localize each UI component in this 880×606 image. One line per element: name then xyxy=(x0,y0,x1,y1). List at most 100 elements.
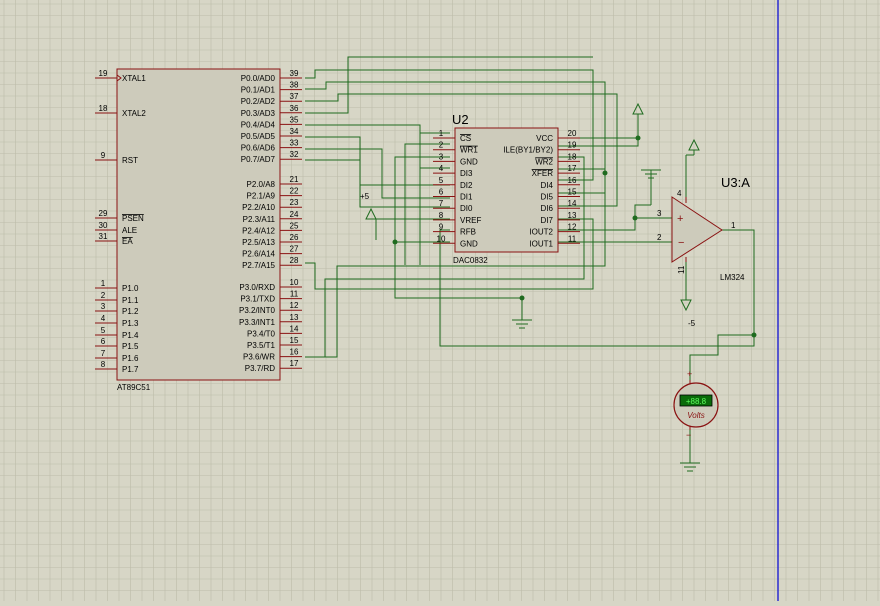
u2-pin-number: 10 xyxy=(437,234,446,243)
u1-pin-number: 34 xyxy=(290,127,299,136)
u2-pin-label: DI7 xyxy=(541,216,554,225)
u1-pin-number: 5 xyxy=(101,326,106,335)
u1-pin-7[interactable]: 7P1.6 xyxy=(95,349,139,363)
u1-pin-number: 7 xyxy=(101,349,106,358)
u2-pin-label: IOUT1 xyxy=(529,239,553,248)
u1-pin-label: EA xyxy=(122,237,133,246)
u1-pin-label: RST xyxy=(122,156,138,165)
dac0832-converter[interactable]: 1CS2WR13GND4DI35DI26DI17DI08VREF9RFB10GN… xyxy=(433,112,580,265)
u1-pin-number: 31 xyxy=(99,232,108,241)
u1-pin-label: PSEN xyxy=(122,214,144,223)
u1-pin-label: XTAL1 xyxy=(122,74,146,83)
u1-pin-label: P3.6/WR xyxy=(243,353,275,362)
u1-pin-number: 27 xyxy=(290,245,299,254)
u1-pin-label: P2.3/A11 xyxy=(243,215,276,224)
u1-pin-1[interactable]: 1P1.0 xyxy=(95,279,139,293)
u1-pin-label: P2.4/A12 xyxy=(242,226,275,235)
vcc-terminal-dac xyxy=(632,102,644,115)
u1-pin-8[interactable]: 8P1.7 xyxy=(95,360,139,374)
u1-pin-label: P0.6/AD6 xyxy=(241,144,276,153)
u1-pin-number: 30 xyxy=(99,221,108,230)
u1-pin-label: P2.2/A10 xyxy=(242,203,275,212)
u1-pin-number: 13 xyxy=(290,313,299,322)
u2-part-name: DAC0832 xyxy=(453,256,488,265)
u1-pin-label: P0.2/AD2 xyxy=(241,97,276,106)
u3-pin-out: 1 xyxy=(731,221,736,230)
voltmeter-reading: +88.8 xyxy=(686,397,707,406)
u1-pin-number: 21 xyxy=(290,175,299,184)
u1-pin-number: 9 xyxy=(101,151,106,160)
u1-pin-label: P0.1/AD1 xyxy=(241,86,276,95)
u1-pin-number: 18 xyxy=(99,104,108,113)
u2-pin-number: 11 xyxy=(568,234,577,243)
u1-pin-5[interactable]: 5P1.4 xyxy=(95,326,139,340)
u1-pin-number: 36 xyxy=(290,104,299,113)
u1-pin-label: P0.4/AD4 xyxy=(241,120,276,129)
u2-ref: U2 xyxy=(452,112,469,127)
lm324-op-amp[interactable]: + − 3 2 1 4 11 U3:A LM324 -5 xyxy=(657,175,750,328)
op-amp-minus-symbol: − xyxy=(678,237,684,249)
u1-pin-3[interactable]: 3P1.2 xyxy=(95,302,139,316)
u1-pin-2[interactable]: 2P1.1 xyxy=(95,291,139,305)
u1-pin-label: P3.3/INT1 xyxy=(239,318,276,327)
ground-symbols xyxy=(512,169,700,472)
dc-voltmeter[interactable]: +88.8 Volts + − xyxy=(673,369,719,440)
u1-pin-6[interactable]: 6P1.5 xyxy=(95,337,139,351)
u1-pin-4[interactable]: 4P1.3 xyxy=(95,314,139,328)
u2-pin-1[interactable]: 1CS xyxy=(433,129,471,143)
u1-pin-label: P1.2 xyxy=(122,307,139,316)
